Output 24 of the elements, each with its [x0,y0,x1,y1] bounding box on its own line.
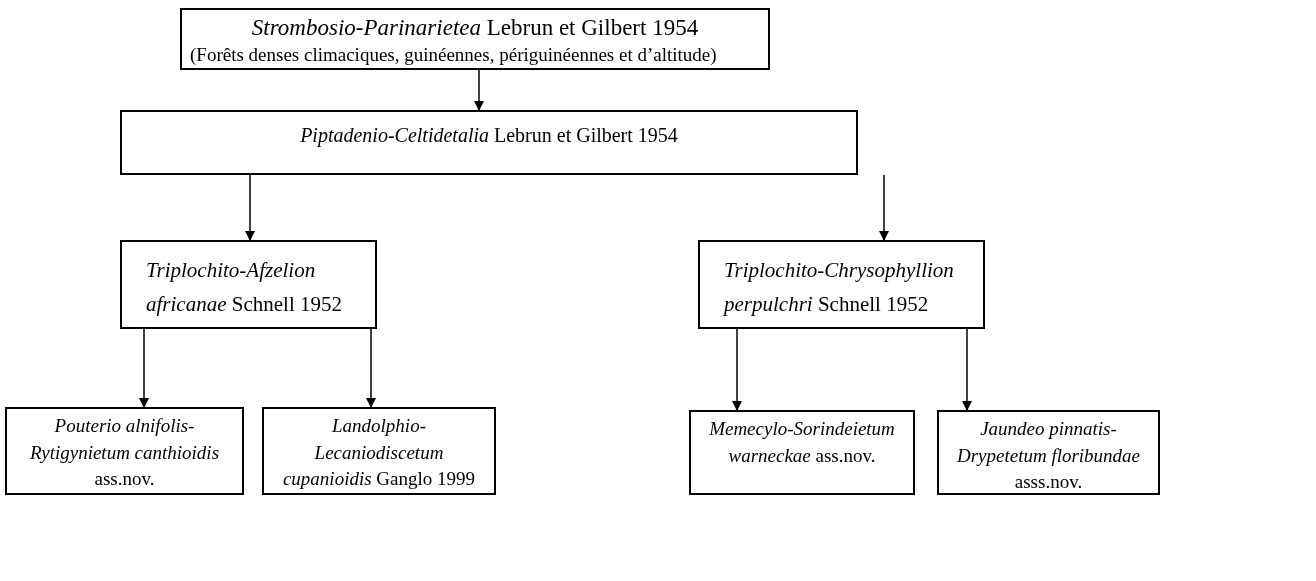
arrow [962,328,972,411]
arrow [879,174,889,241]
text-box [180,8,770,70]
node-title: Triplochito-Afzelion africanae Schnell 1952 [146,257,343,318]
text-box [689,410,915,495]
text-box [937,410,1160,495]
text-box [698,240,985,329]
text-box [262,407,496,495]
text-box [5,407,244,495]
node-title: Jaundeo pinnatis-Drypetetum floribundae asss.nov. [955,417,1142,495]
node-title: Triplochito-Chrysophyllion perpulchri Schnell 1952 [724,257,955,318]
arrow [366,328,376,408]
text-box [120,110,858,175]
node-title: Pouterio alnifolis-Rytigynietum canthioidis ass.nov. [28,414,221,492]
arrow [139,328,149,408]
arrow [732,328,742,411]
arrow [474,69,484,111]
node-title: Piptadenio-Celtidetalia Lebrun et Gilbert 1954 [299,123,679,149]
node-description: (Forêts denses climaciques, guinéennes, périguinéennes et d’altitude) [190,42,718,67]
text-box [120,240,377,329]
node-title: Strombosio-Parinarietea Lebrun et Gilbert 1954 [250,14,700,42]
node-title: Memecylo-Sorindeietum warneckae ass.nov. [708,417,896,468]
node-title: Landolphio-Lecaniodiscetum cupanioidis Ganglo 1999 [281,414,477,492]
arrow [245,174,255,241]
